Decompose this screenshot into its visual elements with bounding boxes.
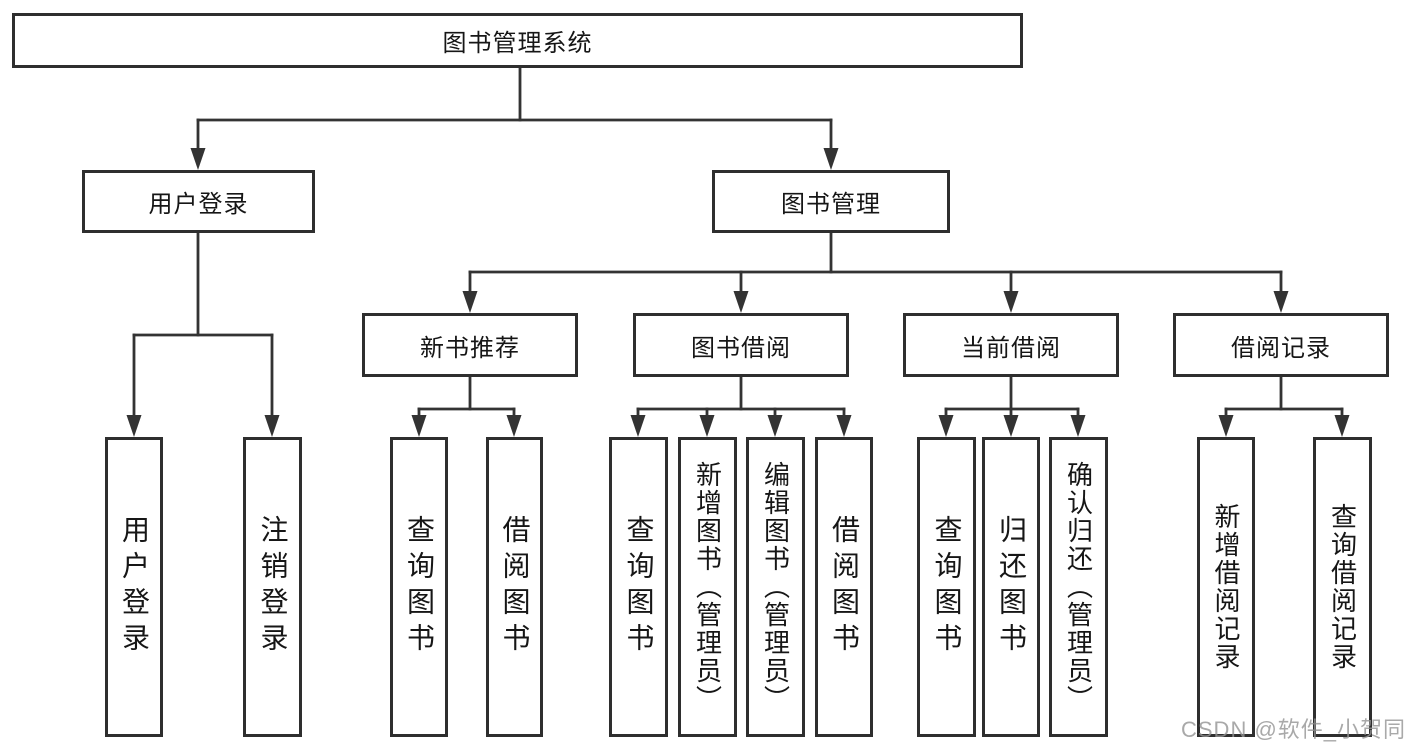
- leaf-label: 新增图书（管理员）: [692, 461, 723, 713]
- leaf-borrow-books-2: 借阅图书: [815, 437, 873, 737]
- node-borrow-records: 借阅记录: [1173, 313, 1389, 377]
- leaf-query-books-2: 查询图书: [609, 437, 668, 737]
- leaf-query-books-3: 查询图书: [917, 437, 976, 737]
- leaf-user-login: 用户登录: [105, 437, 163, 737]
- node-new-book-recommend: 新书推荐: [362, 313, 578, 377]
- leaf-label: 编辑图书（管理员）: [760, 461, 791, 713]
- leaf-add-book-admin: 新增图书（管理员）: [678, 437, 737, 737]
- node-root: 图书管理系统: [12, 13, 1023, 68]
- node-book-borrow: 图书借阅: [633, 313, 849, 377]
- leaf-edit-book-admin: 编辑图书（管理员）: [746, 437, 805, 737]
- leaf-query-borrow-record: 查询借阅记录: [1313, 437, 1372, 737]
- node-book-management: 图书管理: [712, 170, 950, 233]
- leaf-query-books-1: 查询图书: [390, 437, 448, 737]
- leaf-label: 查询图书: [623, 515, 655, 659]
- watermark: CSDN @软件_小贺同学: [1181, 717, 1405, 742]
- leaf-label: 查询借阅记录: [1327, 503, 1358, 671]
- leaf-label: 查询图书: [931, 515, 963, 659]
- leaf-label: 用户登录: [119, 515, 150, 659]
- leaf-label: 查询图书: [404, 515, 435, 659]
- leaf-add-borrow-record: 新增借阅记录: [1197, 437, 1255, 737]
- leaf-label: 借阅图书: [499, 515, 531, 659]
- leaf-confirm-return-admin: 确认归还（管理员）: [1049, 437, 1108, 737]
- leaf-label: 新增借阅记录: [1211, 503, 1241, 671]
- leaf-borrow-books-1: 借阅图书: [486, 437, 543, 737]
- node-current-borrow: 当前借阅: [903, 313, 1119, 377]
- leaf-label: 注销登录: [257, 515, 289, 659]
- leaf-label: 归还图书: [996, 515, 1027, 659]
- node-user-login: 用户登录: [82, 170, 315, 233]
- leaf-label: 借阅图书: [829, 515, 860, 659]
- leaf-return-book: 归还图书: [982, 437, 1040, 737]
- leaf-logout: 注销登录: [243, 437, 302, 737]
- leaf-label: 确认归还（管理员）: [1063, 461, 1094, 713]
